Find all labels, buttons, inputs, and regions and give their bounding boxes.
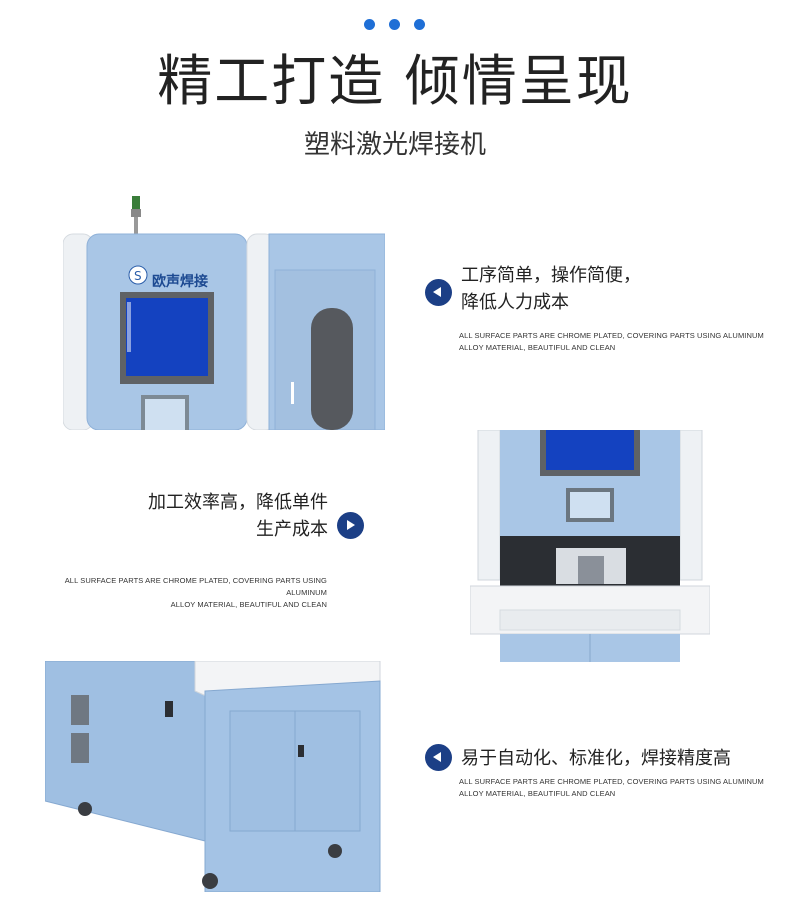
feature-2-desc-line2: ALLOY MATERIAL, BEAUTIFUL AND CLEAN <box>170 600 327 609</box>
page-subtitle: 塑料激光焊接机 <box>303 130 486 160</box>
feature-1-desc-line2: ALLOY MATERIAL, BEAUTIFUL AND CLEAN <box>459 343 616 352</box>
play-left-icon[interactable] <box>425 279 452 306</box>
machine-workarea-photo <box>470 430 710 662</box>
feature-3-text: 易于自动化、标准化，焊接精度高 <box>461 745 731 772</box>
machine-workarea-illustration <box>470 430 710 662</box>
page-title: 精工打造 倾情呈现 <box>157 49 633 113</box>
logo-letter: S <box>134 269 142 283</box>
feature-2-text: 加工效率高，降低单件 生产成本 <box>128 489 328 543</box>
feature-2-desc-line1: ALL SURFACE PARTS ARE CHROME PLATED, COV… <box>64 576 327 597</box>
feature-3-desc-line2: ALLOY MATERIAL, BEAUTIFUL AND CLEAN <box>459 789 616 798</box>
play-right-icon[interactable] <box>337 512 364 539</box>
feature-1-description: ALL SURFACE PARTS ARE CHROME PLATED, COV… <box>459 330 764 354</box>
feature-1-text: 工序简单，操作简便， 降低人力成本 <box>461 262 641 316</box>
machine-logo-text: 欧声焊接 <box>152 274 208 290</box>
feature-2-description: ALL SURFACE PARTS ARE CHROME PLATED, COV… <box>44 575 327 611</box>
feature-3-line1: 易于自动化、标准化，焊接精度高 <box>461 748 731 769</box>
play-left-icon[interactable] <box>425 744 452 771</box>
machine-front-illustration: S <box>63 196 385 430</box>
feature-2-line1: 加工效率高，降低单件 <box>148 492 328 513</box>
feature-1-desc-line1: ALL SURFACE PARTS ARE CHROME PLATED, COV… <box>459 331 764 340</box>
decorative-dots <box>364 19 425 30</box>
dot <box>364 19 375 30</box>
feature-1-line2: 降低人力成本 <box>461 292 569 313</box>
machine-front-photo: S <box>63 190 385 430</box>
feature-3-description: ALL SURFACE PARTS ARE CHROME PLATED, COV… <box>459 776 764 800</box>
dot <box>414 19 425 30</box>
feature-2-line2: 生产成本 <box>256 519 328 540</box>
machine-cabinet-photo <box>45 661 395 892</box>
machine-cabinet-illustration <box>45 661 381 892</box>
feature-3-desc-line1: ALL SURFACE PARTS ARE CHROME PLATED, COV… <box>459 777 764 786</box>
dot <box>389 19 400 30</box>
feature-1-line1: 工序简单，操作简便， <box>461 265 641 286</box>
